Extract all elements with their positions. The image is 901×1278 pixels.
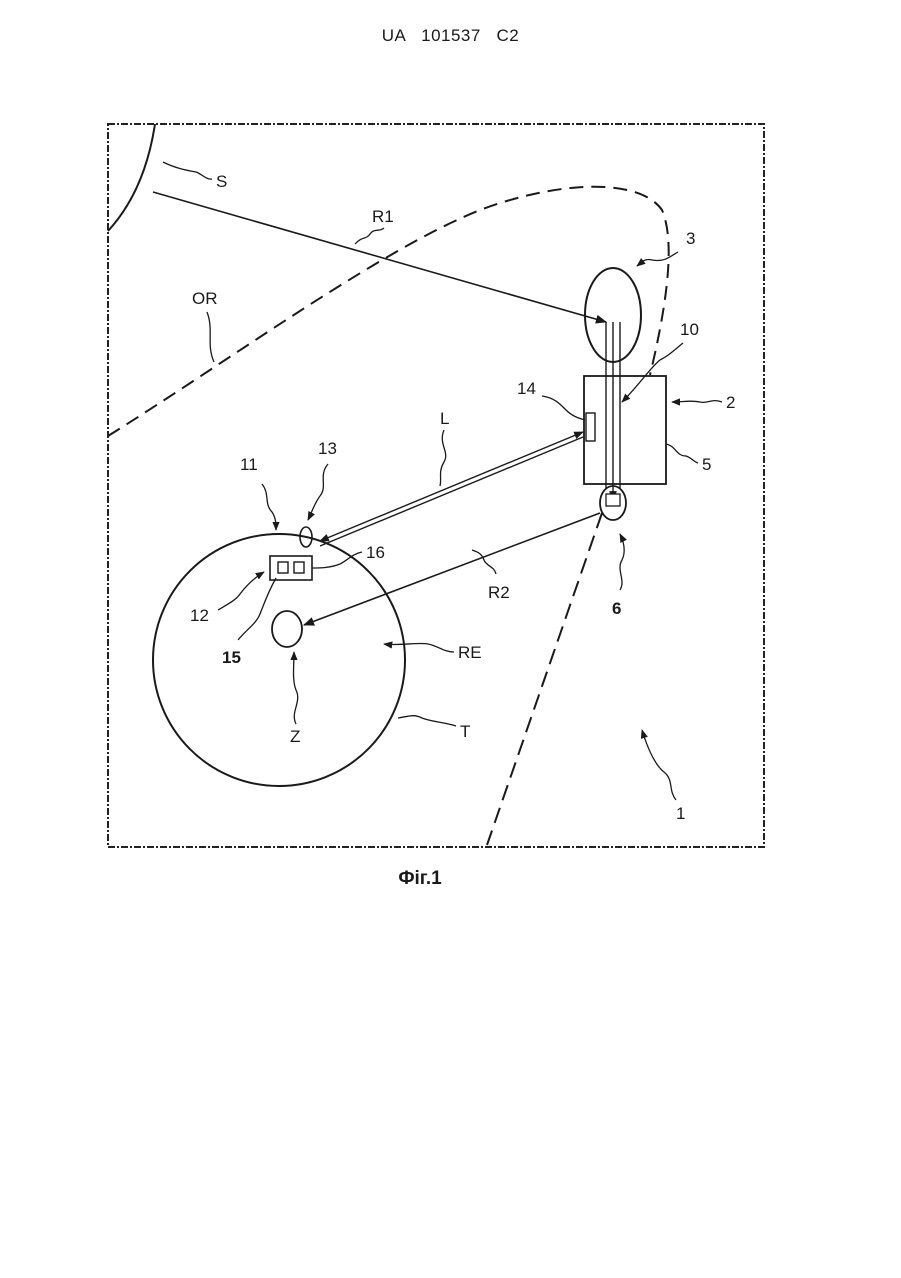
leader-t bbox=[398, 716, 456, 726]
station-12 bbox=[270, 556, 312, 580]
leader-1 bbox=[642, 730, 676, 800]
leader-5 bbox=[666, 444, 698, 463]
leader-6 bbox=[620, 534, 624, 590]
leader-3 bbox=[637, 252, 678, 266]
label-13: 13 bbox=[318, 439, 337, 458]
label-15: 15 bbox=[222, 648, 241, 667]
satellite-body bbox=[584, 376, 666, 484]
label-r1: R1 bbox=[372, 207, 394, 226]
leader-13 bbox=[308, 464, 328, 520]
orbit-path-lower bbox=[487, 513, 602, 845]
label-2: 2 bbox=[726, 393, 735, 412]
leader-2 bbox=[672, 401, 722, 403]
label-re: RE bbox=[458, 643, 482, 662]
leader-re bbox=[384, 643, 454, 652]
link-l-a bbox=[320, 432, 583, 541]
leader-z bbox=[294, 652, 298, 724]
label-11: 11 bbox=[240, 455, 258, 474]
label-z: Z bbox=[290, 727, 300, 746]
label-12: 12 bbox=[190, 606, 209, 625]
zone-z bbox=[272, 611, 302, 647]
leader-r1 bbox=[355, 228, 384, 244]
transceiver-14 bbox=[586, 413, 595, 441]
leader-or bbox=[207, 312, 214, 362]
leader-12 bbox=[218, 572, 264, 610]
label-s: S bbox=[216, 172, 227, 191]
label-16: 16 bbox=[366, 543, 385, 562]
label-10: 10 bbox=[680, 320, 699, 339]
leader-s bbox=[163, 162, 212, 179]
leader-14 bbox=[542, 396, 585, 420]
label-r2: R2 bbox=[488, 583, 510, 602]
label-3: 3 bbox=[686, 229, 695, 248]
emitter-box bbox=[606, 494, 620, 506]
label-t: T bbox=[460, 722, 470, 741]
sun-body bbox=[108, 124, 155, 231]
label-14: 14 bbox=[517, 379, 536, 398]
link-l-b bbox=[320, 437, 583, 546]
label-5: 5 bbox=[702, 455, 711, 474]
label-1: 1 bbox=[676, 804, 685, 823]
label-or: OR bbox=[192, 289, 218, 308]
label-l: L bbox=[440, 409, 449, 428]
label-6: 6 bbox=[612, 599, 621, 618]
leader-l bbox=[440, 430, 446, 486]
scene-boundary bbox=[108, 124, 764, 847]
figure-caption: Фіг.1 bbox=[0, 868, 840, 890]
leader-11 bbox=[262, 484, 276, 530]
leader-15 bbox=[238, 578, 276, 640]
